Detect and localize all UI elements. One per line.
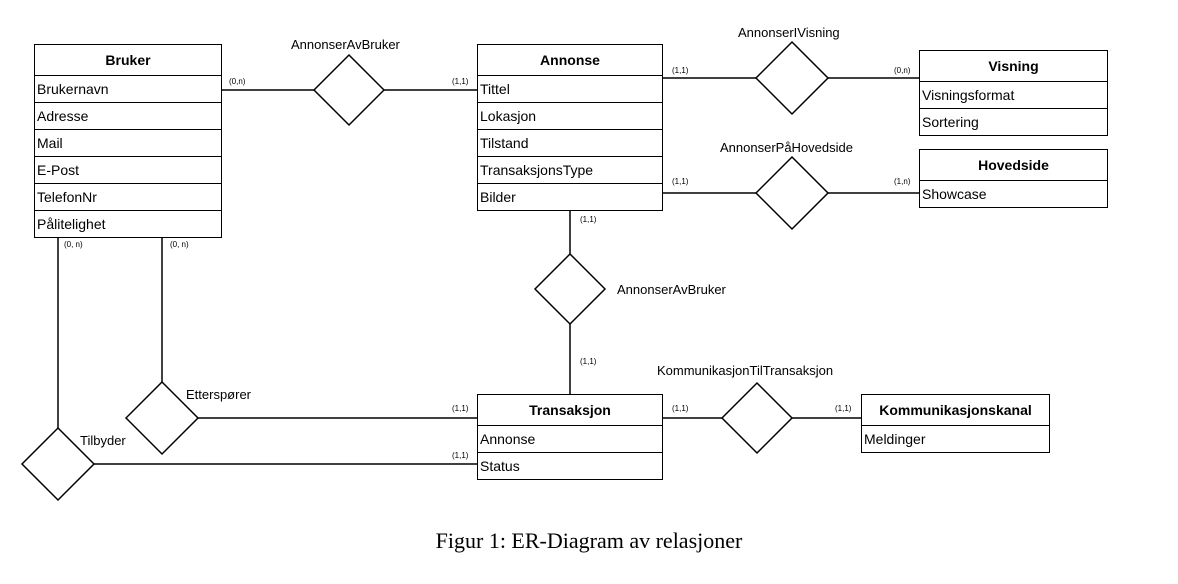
- cardinality-transaksjon-ettersporer: (1,1): [452, 404, 469, 413]
- cardinality-transaksjon-tilbyder: (1,1): [452, 451, 469, 460]
- cardinality-kanal-transaksjon: (1,1): [835, 404, 852, 413]
- cardinality-transaksjon-annonse: (1,1): [580, 357, 597, 366]
- attr-meldinger: Meldinger: [864, 431, 926, 447]
- attr-status: Status: [480, 458, 520, 474]
- relationship-label-ettersporer: Etterspører: [186, 387, 252, 402]
- entity-visning: Visning Visningsformat Sortering: [919, 50, 1108, 136]
- attr-mail: Mail: [35, 130, 221, 157]
- entity-bruker: Bruker Brukernavn Adresse Mail E-Post Te…: [34, 44, 222, 238]
- relationship-label-kommunikasjon-til-transaksjon: KommunikasjonTilTransaksjon: [657, 363, 834, 378]
- entity-kommunikasjonskanal-title: Kommunikasjonskanal: [862, 395, 1049, 426]
- relationship-label-tilbyder: Tilbyder: [80, 433, 126, 448]
- attr-tilstand: Tilstand: [478, 130, 662, 157]
- attr-sortering: Sortering: [922, 114, 979, 130]
- attr-tittel: Tittel: [478, 76, 662, 103]
- cardinality-annonse-bruker: (1,1): [452, 77, 469, 86]
- attr-showcase: Showcase: [922, 186, 987, 202]
- entity-transaksjon: Transaksjon Annonse Status: [477, 394, 663, 480]
- entity-hovedside-title: Hovedside: [920, 150, 1107, 181]
- attr-adresse: Adresse: [35, 103, 221, 130]
- diamond-annonser-pa-hovedside: [754, 155, 830, 231]
- figure-caption: Figur 1: ER-Diagram av relasjoner: [435, 528, 743, 553]
- diamond-ettersporer: [124, 380, 200, 456]
- cardinality-bruker-tilbyder: (0, n): [64, 240, 83, 249]
- entity-kommunikasjonskanal: Kommunikasjonskanal Meldinger: [861, 394, 1050, 453]
- entity-annonse: Annonse Tittel Lokasjon Tilstand Transak…: [477, 44, 663, 211]
- cardinality-visning-annonse: (0,n): [894, 66, 911, 75]
- relationship-label-annonser-pa-hovedside: AnnonserPåHovedside: [720, 140, 853, 155]
- diamond-kommunikasjon-til-transaksjon: [720, 381, 794, 455]
- diamond-annonser-av-bruker-mid: [533, 252, 607, 326]
- cardinality-bruker-annonser: (0,n): [229, 77, 246, 86]
- attr-annonse: Annonse: [478, 426, 662, 453]
- relationship-label-annonser-av-bruker-top: AnnonserAvBruker: [291, 37, 400, 52]
- entity-hovedside: Hovedside Showcase: [919, 149, 1108, 208]
- diamond-annonser-i-visning: [754, 40, 830, 116]
- entity-transaksjon-title: Transaksjon: [478, 395, 662, 426]
- attr-brukernavn: Brukernavn: [35, 76, 221, 103]
- attr-e-post: E-Post: [35, 157, 221, 184]
- attr-telefonnr: TelefonNr: [35, 184, 221, 211]
- cardinality-annonse-transaksjon: (1,1): [580, 215, 597, 224]
- entity-bruker-title: Bruker: [35, 45, 221, 76]
- attr-visningsformat: Visningsformat: [920, 82, 1107, 109]
- entity-visning-title: Visning: [920, 51, 1107, 82]
- attr-transaksjonstype: TransaksjonsType: [478, 157, 662, 184]
- cardinality-transaksjon-kanal: (1,1): [672, 404, 689, 413]
- diamond-tilbyder: [20, 426, 96, 502]
- cardinality-hovedside-annonse: (1,n): [894, 177, 911, 186]
- attr-lokasjon: Lokasjon: [478, 103, 662, 130]
- diamond-annonser-av-bruker-top: [312, 53, 386, 127]
- entity-annonse-title: Annonse: [478, 45, 662, 76]
- cardinality-bruker-ettersporer: (0, n): [170, 240, 189, 249]
- cardinality-annonse-hovedside: (1,1): [672, 177, 689, 186]
- attr-bilder: Bilder: [480, 189, 516, 205]
- relationship-label-annonser-i-visning: AnnonserIVisning: [738, 25, 840, 40]
- attr-palitelighet: Pålitelighet: [37, 216, 106, 232]
- relationship-label-annonser-av-bruker-mid: AnnonserAvBruker: [617, 282, 726, 297]
- cardinality-annonse-visning: (1,1): [672, 66, 689, 75]
